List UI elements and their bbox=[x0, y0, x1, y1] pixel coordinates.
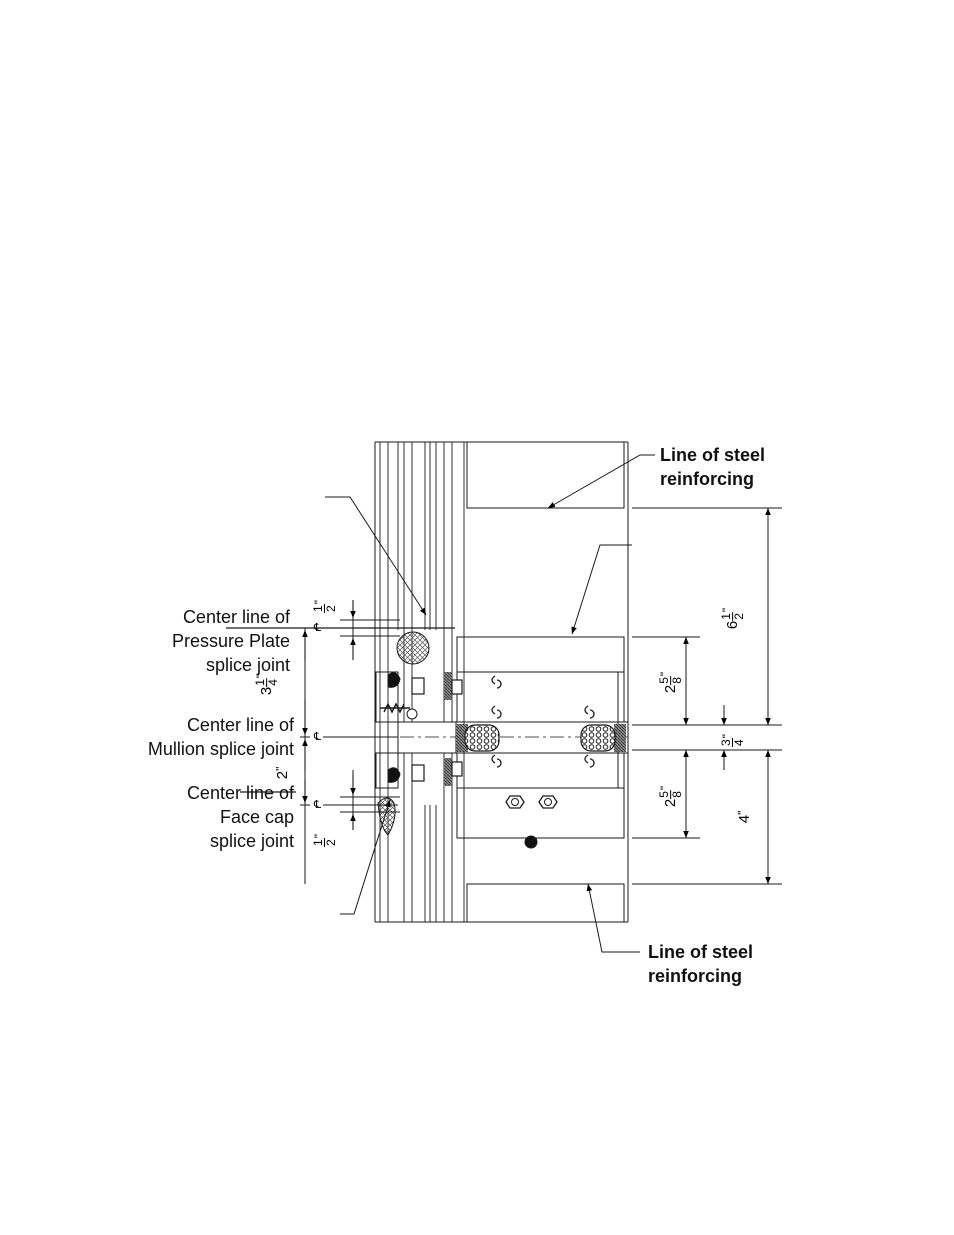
top-steel-label-line1: Line of steel bbox=[660, 444, 765, 467]
leader-bottom-steel bbox=[588, 884, 640, 952]
lower-splice-box bbox=[457, 788, 624, 838]
bottom-steel-box bbox=[467, 884, 624, 922]
setting-block-right bbox=[581, 725, 615, 751]
anchor-bolt bbox=[525, 836, 537, 848]
mullion-label-line1: Center line of bbox=[187, 714, 294, 737]
face-cap-label-line2: Face cap bbox=[220, 806, 294, 829]
dim-two-left: 2" bbox=[273, 767, 291, 780]
centerline-symbol-mullion: ℄ bbox=[314, 730, 321, 743]
setting-block-left bbox=[465, 725, 499, 751]
leader-top-steel bbox=[548, 455, 655, 508]
leader-pressure-plate-right bbox=[572, 545, 632, 634]
pressure-plate-label-line1: Center line of bbox=[183, 606, 290, 629]
bottom-steel-label-line2: reinforcing bbox=[648, 965, 742, 988]
hex-nut-right bbox=[539, 796, 557, 808]
mullion-outline bbox=[375, 442, 628, 922]
face-cap-label-line1: Center line of bbox=[187, 782, 294, 805]
top-steel-label-line2: reinforcing bbox=[660, 468, 754, 491]
face-cap-label-line3: splice joint bbox=[210, 830, 294, 853]
hex-nut-left bbox=[506, 796, 524, 808]
pressure-plate-sealant bbox=[397, 632, 429, 664]
mullion-label-line2: Mullion splice joint bbox=[148, 738, 294, 761]
centerline-symbol-pressure-plate: ℄ bbox=[314, 621, 321, 634]
top-steel-box bbox=[467, 442, 624, 508]
lower-inner-box bbox=[457, 753, 624, 788]
dim-four-right: 4" bbox=[735, 811, 753, 824]
centerline-symbol-face-cap: ℄ bbox=[314, 798, 321, 811]
bottom-steel-label-line1: Line of steel bbox=[648, 941, 753, 964]
upper-splice-box bbox=[457, 637, 624, 672]
upper-inner-box bbox=[457, 672, 624, 722]
pressure-plate-label-line2: Pressure Plate bbox=[172, 630, 290, 653]
